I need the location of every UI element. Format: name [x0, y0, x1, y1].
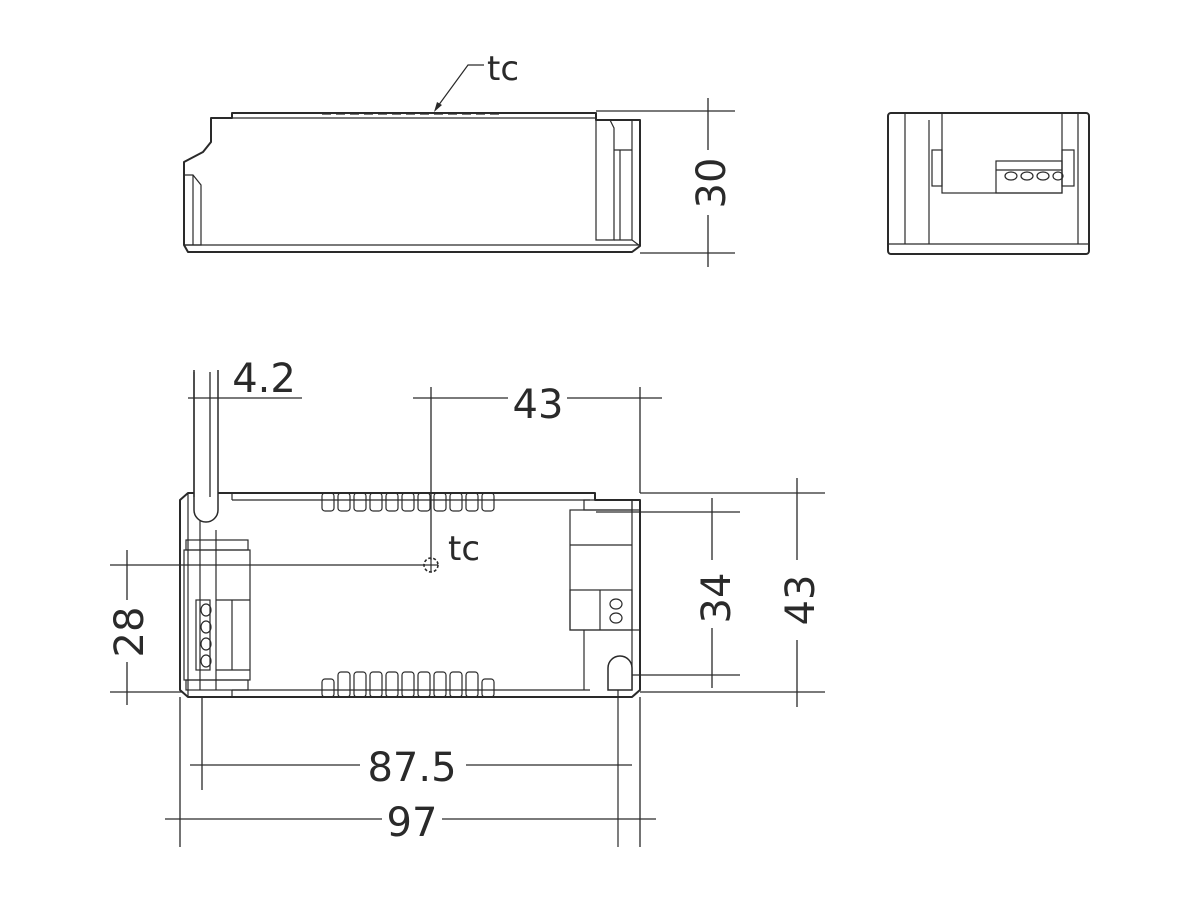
- dim-terminal-28: 28: [107, 607, 153, 658]
- vent-ribs-top: [321, 492, 495, 512]
- tc-label-top: tc: [487, 49, 519, 89]
- plan-dimensions: 4.2 43 43 34 28 87.5 97: [107, 356, 825, 847]
- tc-label-plan: tc: [448, 529, 480, 569]
- plan-view: tc: [179, 370, 641, 847]
- dim-terminal-34: 34: [694, 573, 740, 624]
- side-view: tc 30: [183, 49, 735, 267]
- dim-width-43: 43: [778, 575, 824, 626]
- dim-tc-43: 43: [513, 382, 564, 428]
- dim-height-30: 30: [689, 158, 735, 209]
- dim-length-97: 97: [387, 800, 438, 846]
- end-view: [887, 112, 1090, 255]
- dim-hole-87-5: 87.5: [367, 745, 456, 791]
- dim-offset-4-2: 4.2: [232, 356, 296, 402]
- vent-ribs-bottom: [321, 671, 495, 698]
